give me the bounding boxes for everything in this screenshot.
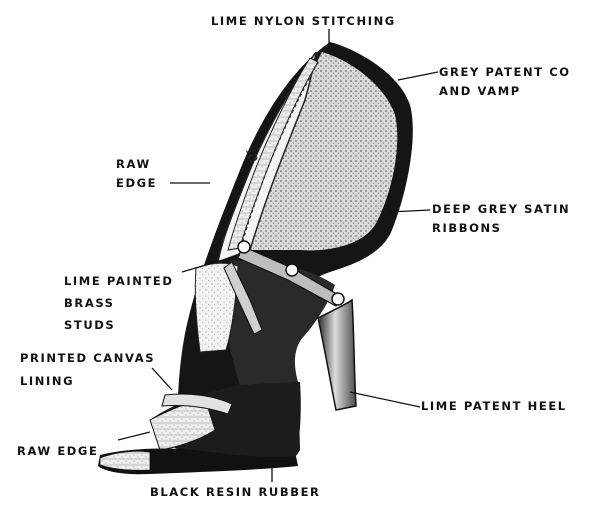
brass-stud [332, 293, 344, 305]
label-lime-nylon-stitching: LIME NYLON STITCHING [211, 16, 396, 28]
leader-canvas-lining [152, 368, 172, 390]
label-printed-canvas-line2: LINING [20, 376, 74, 388]
leader-heel [350, 392, 420, 407]
leader-grey-patent [398, 72, 438, 80]
label-satin-ribbons-line1: DEEP GREY SATIN [432, 204, 570, 216]
label-printed-canvas-line1: PRINTED CANVAS [20, 353, 155, 365]
label-raw-edge-top-line1: RAW [116, 159, 151, 171]
label-lime-patent-heel: LIME PATENT HEEL [421, 401, 567, 413]
brass-stud [286, 264, 298, 276]
label-grey-patent-line2: AND VAMP [439, 86, 521, 98]
label-grey-patent-line1: GREY PATENT CO [439, 67, 571, 79]
brass-stud [238, 241, 250, 253]
label-black-resin-rubber: BLACK RESIN RUBBER [150, 487, 320, 499]
label-lime-painted-studs-line2: BRASS [64, 298, 115, 310]
lime-patent-heel [318, 300, 356, 410]
label-raw-edge-top-line2: EDGE [116, 178, 157, 190]
label-raw-edge-bottom: RAW EDGE [17, 446, 98, 458]
label-lime-painted-studs-line3: STUDS [64, 320, 115, 332]
label-lime-painted-studs-line1: LIME PAINTED [64, 276, 174, 288]
label-satin-ribbons-line2: RIBBONS [432, 223, 502, 235]
leader-raw-edge-bottom [118, 432, 150, 440]
